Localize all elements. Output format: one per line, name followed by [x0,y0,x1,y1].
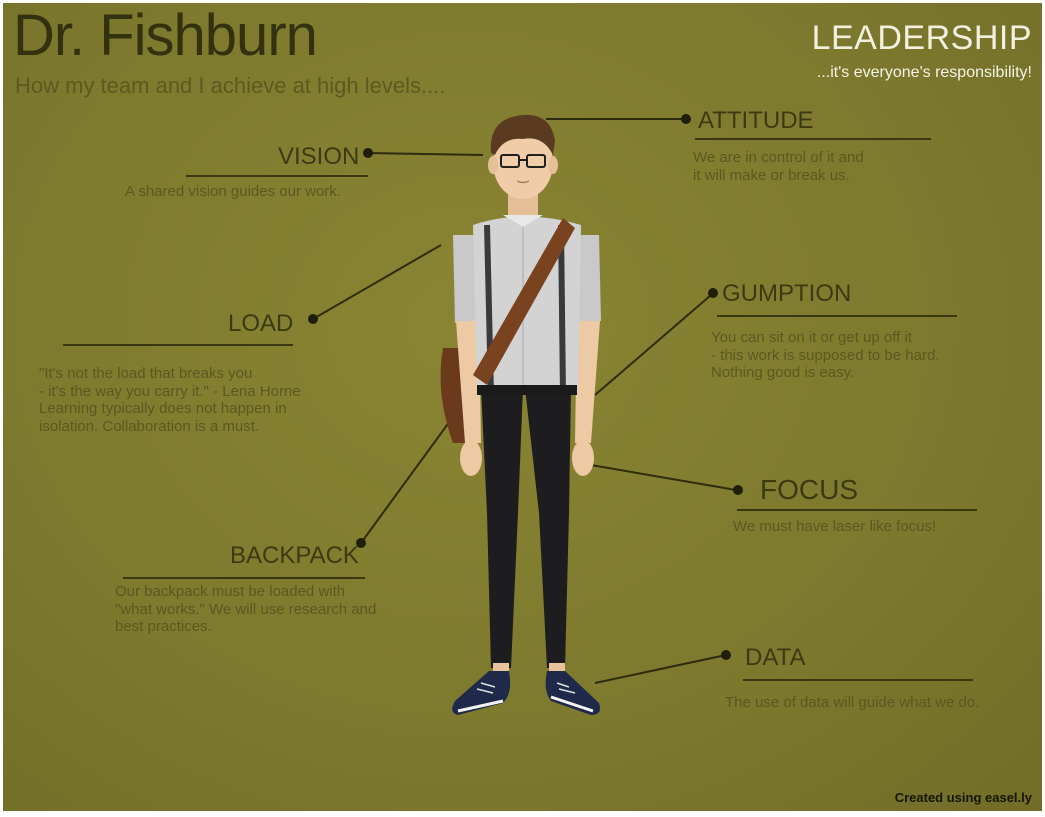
load-heading: LOAD [228,310,294,337]
arms [453,235,601,476]
attitude-rule [695,138,931,140]
data-heading: DATA [745,644,806,671]
glasses [500,154,546,168]
backpack-rule [123,577,365,579]
connector-vision [367,152,484,156]
vision-description: A shared vision guides our work. [125,183,341,200]
leadership-subtitle: ...it's everyone's responsibility! [816,64,1032,81]
gumption-heading: GUMPTION [722,280,852,307]
vision-heading: VISION [278,143,360,170]
page-subtitle: How my team and I achieve at high levels… [15,73,446,98]
shoes [452,671,600,715]
focus-description: We must have laser like focus! [733,518,937,535]
page-title: Dr. Fishburn [13,3,318,68]
connector-data [594,654,727,684]
easelly-credit: Created using easel.ly [894,790,1032,805]
legs [481,388,571,668]
focus-heading: FOCUS [760,474,858,505]
data-rule [743,679,973,681]
connector-backpack [360,420,451,544]
connector-lines [312,118,737,684]
infographic-canvas: Dr. Fishburn How my team and I achieve a… [3,3,1042,811]
data-description: The use of data will guide what we do. [725,694,980,711]
hair [490,114,555,155]
head [493,127,553,199]
load-rule [63,344,293,346]
person-illustration [308,114,743,715]
backpack-description: Our backpack must be loaded with "what w… [115,583,377,636]
leadership-title: LEADERSHIP [811,19,1032,57]
connector-focus [590,464,737,491]
focus-rule [737,509,977,511]
load-description: "It's not the load that breaks you - it'… [39,365,301,436]
vision-rule [186,175,368,177]
gumption-rule [717,315,957,317]
connector-dots [308,114,743,660]
backpack-heading: BACKPACK [230,542,359,569]
attitude-description: We are in control of it and it will make… [693,149,864,184]
attitude-heading: ATTITUDE [698,107,814,134]
connector-gumption [594,294,712,396]
gumption-description: You can sit on it or get up off it - thi… [711,329,940,382]
satchel-strap [473,218,575,385]
connector-load [312,244,442,320]
